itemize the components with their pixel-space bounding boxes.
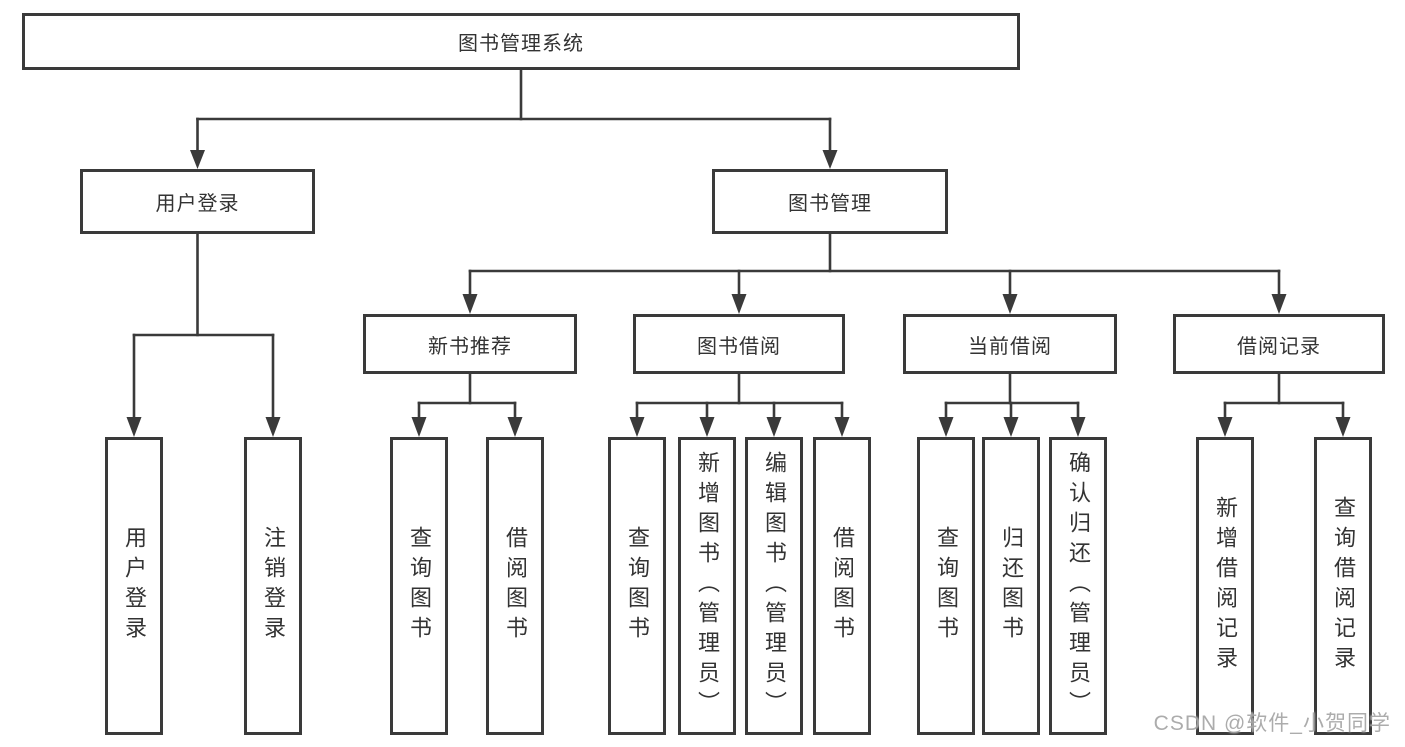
node-label: 用户登录 [155, 193, 240, 215]
node-label: 图书借阅 [697, 335, 781, 358]
node-label: 当前借阅 [968, 335, 1052, 358]
node-label: 查询图书 [407, 526, 432, 646]
leaf-query-books-borrowing: 查询图书 [608, 437, 666, 735]
node-new-book-recommendation: 新书推荐 [363, 314, 577, 374]
node-label: 注销登录 [261, 526, 286, 646]
leaf-user-login: 用户登录 [105, 437, 163, 735]
leaf-query-books-recommend: 查询图书 [390, 437, 448, 735]
leaf-borrow-books-recommend: 借阅图书 [486, 437, 544, 735]
node-label: 查询借阅记录 [1331, 496, 1356, 676]
node-label: 新增借阅记录 [1213, 496, 1238, 676]
node-label: 借阅图书 [503, 526, 528, 646]
leaf-query-borrow-record: 查询借阅记录 [1314, 437, 1372, 735]
leaf-logout: 注销登录 [244, 437, 302, 735]
node-label: 图书管理 [788, 193, 872, 215]
node-label: 新书推荐 [428, 335, 512, 358]
node-library-management-system: 图书管理系统 [22, 13, 1020, 70]
leaf-add-books-admin: 新增图书（管理员） [678, 437, 736, 735]
leaf-query-books-current: 查询图书 [917, 437, 975, 735]
node-book-management: 图书管理 [712, 169, 948, 234]
node-user-login: 用户登录 [80, 169, 315, 234]
node-label: 编辑图书（管理员） [762, 451, 787, 721]
node-label: 查询图书 [625, 526, 650, 646]
leaf-add-borrow-record: 新增借阅记录 [1196, 437, 1254, 735]
node-current-borrowing: 当前借阅 [903, 314, 1117, 374]
node-label: 确认归还（管理员） [1066, 451, 1091, 721]
node-label: 用户登录 [122, 526, 147, 646]
node-label: 归还图书 [999, 526, 1024, 646]
node-borrowing-records: 借阅记录 [1173, 314, 1385, 374]
node-label: 借阅图书 [830, 526, 855, 646]
node-label: 新增图书（管理员） [695, 451, 720, 721]
node-label: 查询图书 [934, 526, 959, 646]
csdn-watermark: CSDN @软件_小贺同学 [1153, 712, 1391, 735]
node-label: 图书管理系统 [458, 33, 584, 55]
node-label: 借阅记录 [1237, 335, 1321, 358]
leaf-borrow-books: 借阅图书 [813, 437, 871, 735]
node-book-borrowing: 图书借阅 [633, 314, 845, 374]
leaf-edit-books-admin: 编辑图书（管理员） [745, 437, 803, 735]
leaf-return-books: 归还图书 [982, 437, 1040, 735]
leaf-confirm-return-admin: 确认归还（管理员） [1049, 437, 1107, 735]
